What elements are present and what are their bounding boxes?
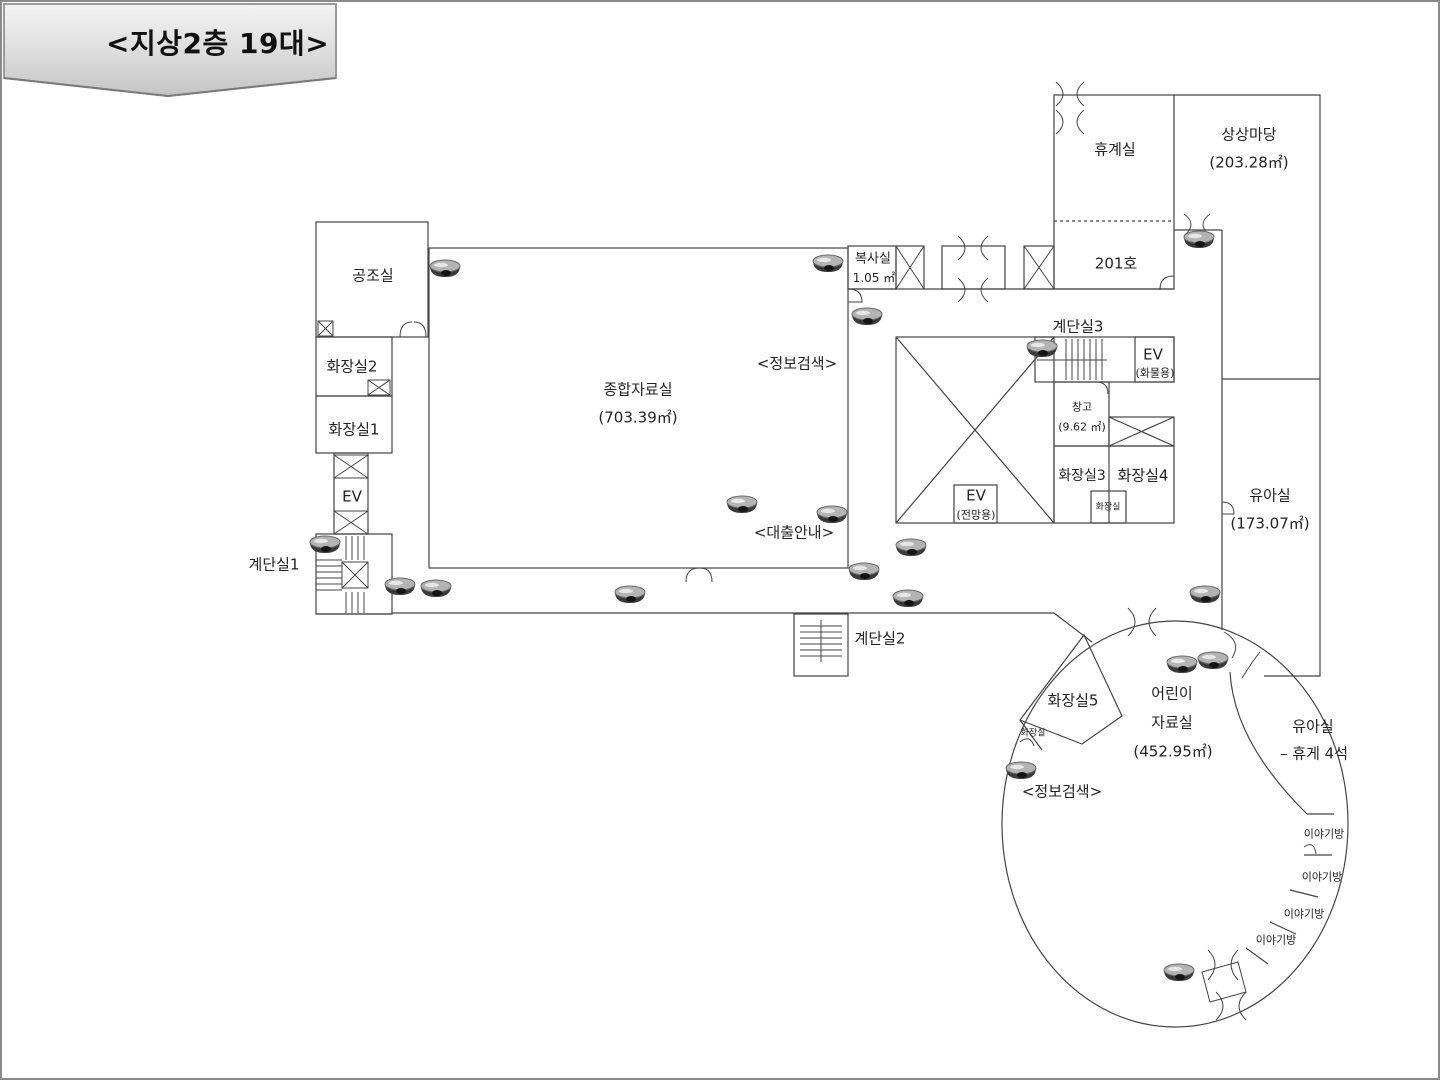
dome-cctv-camera-icon — [309, 535, 341, 554]
dome-cctv-camera-icon — [726, 495, 758, 514]
room-label-storage: 창고 — [1071, 400, 1093, 414]
zone-label-info-search-children: <정보검색> — [1021, 782, 1103, 801]
dome-cctv-camera-icon — [1163, 963, 1195, 982]
room-label-main-reading: 종합자료실 — [603, 380, 673, 399]
floor-title: <지상2층 19대> — [106, 27, 330, 60]
dome-cctv-camera-icon — [1026, 339, 1058, 358]
room-area-infant: (173.07㎡) — [1230, 514, 1310, 533]
dome-cctv-camera-icon — [848, 562, 880, 581]
room-label-copy: 복사실 — [855, 251, 891, 267]
dome-cctv-camera-icon — [892, 589, 924, 608]
dome-cctv-camera-icon — [429, 259, 461, 278]
room-label-lounge: 휴계실 — [1094, 140, 1136, 159]
dome-cctv-camera-icon — [851, 307, 883, 326]
walls — [315, 94, 1349, 1028]
dome-cctv-camera-icon — [1197, 651, 1229, 670]
room-label-infant: 유아실 — [1249, 486, 1291, 505]
shaft-crosses — [317, 245, 1055, 589]
room-label-stair2: 계단실2 — [854, 629, 906, 648]
room-label-infant-lounge-1: 유아실 — [1292, 717, 1334, 736]
room-label-children-1: 어린이 — [1151, 684, 1193, 703]
room-area-storage: (9.62 ㎡) — [1058, 420, 1106, 434]
room-label-ev-freight: EV — [1143, 345, 1163, 364]
dome-cctv-camera-icon — [816, 505, 848, 524]
stair-treads — [316, 339, 1107, 662]
room-label-ev-view: EV — [966, 486, 986, 505]
room-label-imagination-yard: 상상마당 — [1221, 125, 1277, 144]
dome-cctv-camera-icon — [1189, 585, 1221, 604]
room-area-imagination-yard: (203.28㎡) — [1209, 153, 1289, 172]
dome-cctv-camera-icon — [614, 585, 646, 604]
room-label-201: 201호 — [1094, 254, 1138, 273]
room-label-children-2: 자료실 — [1151, 713, 1193, 732]
room-label-story-2: 이야기방 — [1301, 870, 1343, 884]
room-label-stair1: 계단실1 — [248, 555, 300, 574]
dome-cctv-camera-icon — [420, 579, 452, 598]
room-area-children: (452.95㎡) — [1133, 742, 1213, 761]
doors — [399, 81, 1317, 1021]
dome-cctv-camera-icon — [812, 254, 844, 273]
dome-cctv-camera-icon — [384, 577, 416, 596]
room-area-main-reading: (703.39㎡) — [598, 408, 678, 427]
room-label-restroom2: 화장실2 — [326, 357, 378, 376]
title-banner — [3, 3, 337, 98]
room-label-story-1: 이야기방 — [1303, 827, 1345, 841]
room-label-infant-lounge-2: – 휴게 4석 — [1280, 744, 1348, 763]
room-label-restroom-small-b: 화장실 — [1020, 728, 1046, 739]
dome-cctv-camera-icon — [1183, 230, 1215, 249]
room-sub-ev-freight: (화물용) — [1135, 366, 1175, 380]
room-label-story-3: 이야기방 — [1283, 907, 1325, 921]
room-area-copy: 1.05 ㎡ — [852, 271, 896, 285]
room-label-story-4: 이야기방 — [1255, 933, 1297, 947]
room-label-restroom4: 화장실4 — [1117, 466, 1169, 485]
room-label-restroom-small-a: 화장실 — [1095, 502, 1121, 513]
room-label-ev-left: EV — [342, 487, 362, 506]
room-label-restroom1: 화장실1 — [328, 420, 380, 439]
dome-cctv-camera-icon — [1166, 655, 1198, 674]
dome-cctv-camera-icon — [895, 538, 927, 557]
room-label-restroom3: 화장실3 — [1058, 468, 1106, 484]
zone-label-loan-desk: <대출안내> — [753, 523, 835, 542]
dome-cctv-camera-icon — [1005, 761, 1037, 780]
zone-label-info-search-main: <정보검색> — [756, 354, 838, 373]
room-label-stair3: 계단실3 — [1052, 317, 1104, 336]
room-label-aircon: 공조실 — [352, 266, 394, 285]
room-sub-ev-view: (전망용) — [956, 508, 996, 522]
room-label-restroom5: 화장실5 — [1047, 691, 1099, 710]
